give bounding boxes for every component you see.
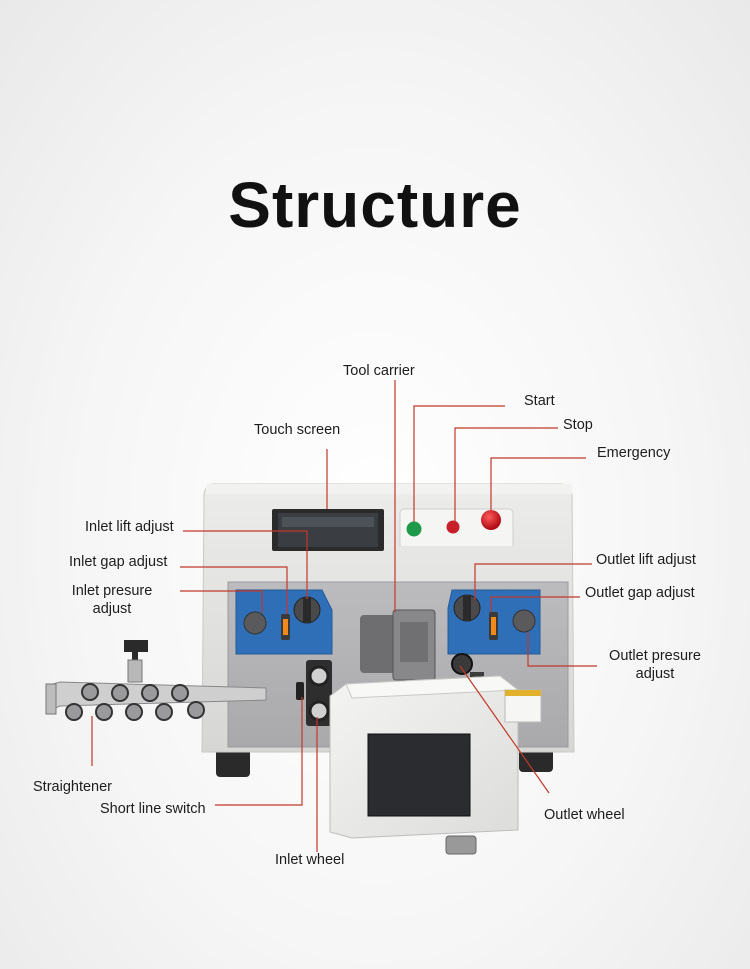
label-inlet-gap-adjust: Inlet gap adjust (69, 554, 168, 570)
outlet-adjust-panel (447, 589, 541, 655)
label-outlet-presure-adjust: Outlet presure adjust (600, 647, 710, 683)
label-touch-screen: Touch screen (254, 422, 341, 438)
label-outlet-lift-adjust: Outlet lift adjust (596, 552, 696, 568)
label-inlet-lift-adjust: Inlet lift adjust (85, 519, 174, 535)
label-start: Start (524, 393, 555, 409)
start-button-icon (406, 521, 422, 537)
inlet-wheel-device (296, 660, 332, 726)
emergency-button-icon (481, 510, 501, 530)
label-stop: Stop (563, 417, 593, 433)
label-outlet-presure-line2: adjust (635, 666, 675, 682)
label-outlet-gap-adjust: Outlet gap adjust (585, 585, 695, 601)
label-tool-carrier: Tool carrier (343, 363, 415, 379)
label-inlet-presure-line1: Inlet presure (71, 583, 153, 599)
label-inlet-presure-adjust: Inlet presure adjust (62, 582, 162, 618)
stop-button-icon (446, 520, 460, 534)
label-inlet-presure-line2: adjust (92, 601, 132, 617)
control-button-plate (399, 508, 514, 550)
outlet-cover (329, 675, 542, 855)
tool-carrier-device (360, 609, 436, 681)
label-emergency: Emergency (597, 445, 671, 461)
label-outlet-presure-line1: Outlet presure (609, 648, 701, 664)
label-inlet-wheel: Inlet wheel (275, 852, 345, 868)
touch-screen-device (272, 509, 384, 551)
label-straightener: Straightener (33, 779, 112, 795)
inlet-adjust-panel (235, 589, 333, 655)
straightener-device (45, 640, 267, 721)
leader-lines (91, 380, 597, 852)
label-outlet-wheel: Outlet wheel (544, 807, 625, 823)
page-title: Structure (228, 169, 522, 241)
short-line-switch-icon (296, 682, 304, 700)
label-short-line-switch: Short line switch (100, 801, 206, 817)
